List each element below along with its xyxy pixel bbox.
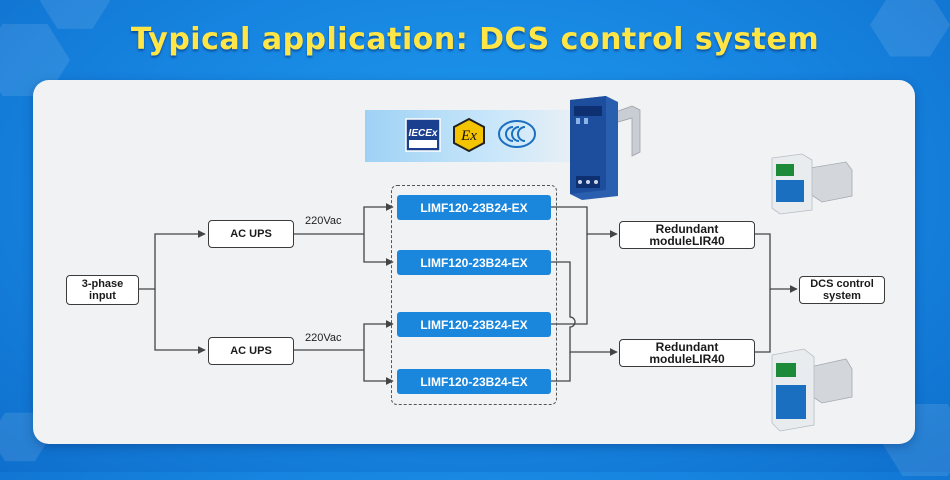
- psu-box-3: LIMF120-23B24-EX: [397, 312, 551, 337]
- redundant-module-top-box: Redundant moduleLIR40: [619, 221, 755, 249]
- iecex-logo-icon: IECEx: [405, 118, 441, 152]
- line-input-to-ups-top: [139, 230, 206, 290]
- power-supply-product-image: [570, 96, 641, 200]
- psu-box-1: LIMF120-23B24-EX: [397, 195, 551, 220]
- line-psu4-to-redundant-bottom: [551, 352, 571, 382]
- iecex-text: IECEx: [409, 128, 438, 139]
- line-to-psu-2: [363, 234, 394, 266]
- voltage-label-bottom: 220Vac: [305, 332, 342, 344]
- line-psu3-to-redundant-top: [551, 234, 588, 325]
- redundant-module-image-bottom: [771, 348, 853, 432]
- line-redundant-top-to-dcs: [755, 233, 798, 293]
- voltage-label-top: 220Vac: [305, 215, 342, 227]
- ex-hexagon-icon: Ex: [453, 117, 485, 153]
- line-psu1-to-redundant-top: [551, 206, 618, 238]
- line-input-to-ups-bottom: [154, 289, 206, 354]
- line-to-psu-1: [363, 203, 394, 234]
- page-title: Typical application: DCS control system: [130, 22, 820, 57]
- redundant-module-bottom-box: Redundant moduleLIR40: [619, 339, 755, 367]
- ex-text: Ex: [460, 128, 477, 144]
- ac-ups-top-box: AC UPS: [208, 220, 294, 248]
- three-phase-input-box: 3-phase input: [66, 275, 139, 305]
- psu-box-2: LIMF120-23B24-EX: [397, 250, 551, 275]
- redundant-module-image-top: [771, 153, 853, 215]
- psu-box-4: LIMF120-23B24-EX: [397, 369, 551, 394]
- line-to-psu-4: [363, 350, 394, 385]
- psu-group-box: [391, 185, 557, 405]
- line-redundant-bottom-to-dcs: [755, 289, 771, 353]
- ccc-logo-icon: [498, 120, 536, 148]
- line-to-psu-3: [363, 320, 394, 350]
- line-psu2-to-redundant-bottom: [551, 261, 618, 356]
- dcs-control-system-box: DCS control system: [799, 276, 885, 304]
- ac-ups-bottom-box: AC UPS: [208, 337, 294, 365]
